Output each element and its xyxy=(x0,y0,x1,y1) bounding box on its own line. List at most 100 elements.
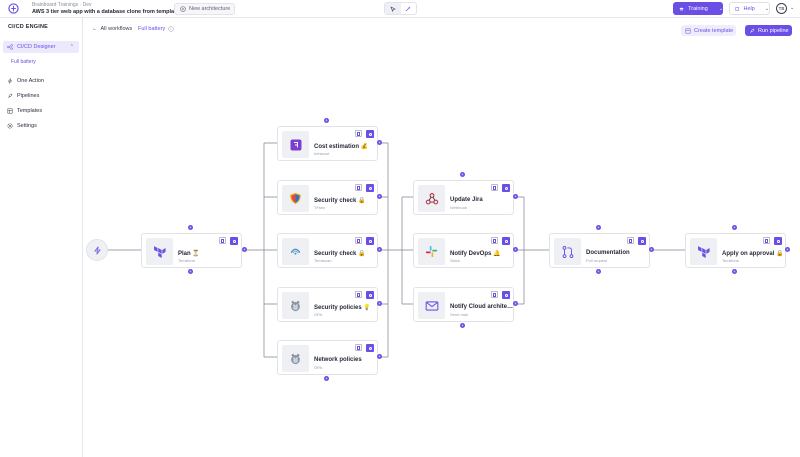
sidebar-item-label: CI/CD Designer xyxy=(17,44,56,50)
node-plan[interactable]: Plan ⏳ Terraform xyxy=(141,233,242,268)
all-workflows-link[interactable]: ← All workflows xyxy=(92,26,132,32)
trash-icon[interactable] xyxy=(219,237,226,244)
add-step-below-button[interactable]: + xyxy=(596,269,601,274)
node-subtitle: Send mail xyxy=(450,312,468,317)
add-step-above-button[interactable]: + xyxy=(324,118,329,123)
gear-icon[interactable] xyxy=(502,291,510,299)
node-apply-on-approval[interactable]: Apply on approval 🔒 Terraform xyxy=(685,233,786,268)
template-icon xyxy=(7,108,13,114)
node-notify-cloud-architect[interactable]: Notify Cloud archite… Send mail xyxy=(413,287,514,322)
node-security-check-tfsec[interactable]: Security check 🔒 TFsec xyxy=(277,180,378,215)
trash-icon[interactable] xyxy=(355,291,362,298)
project-title[interactable]: AWS 3 tier web app with a database clone… xyxy=(32,9,180,15)
add-step-above-button[interactable]: + xyxy=(188,225,193,230)
gear-icon[interactable] xyxy=(366,184,374,192)
avatar-chevron-icon[interactable]: ⌄ xyxy=(790,5,795,11)
node-subtitle: OPA xyxy=(314,312,323,317)
workflow-canvas[interactable]: Plan ⏳ Terraform Cost estimation 💰 Infra… xyxy=(84,40,800,457)
sidebar-subitem-full-battery[interactable]: Full battery xyxy=(11,59,36,65)
trash-icon[interactable] xyxy=(763,237,770,244)
trash-icon[interactable] xyxy=(491,291,498,298)
trash-icon[interactable] xyxy=(355,184,362,191)
trash-icon[interactable] xyxy=(355,237,362,244)
node-title: Security policies 💡 xyxy=(314,305,371,311)
slack-icon xyxy=(418,238,445,265)
top-bar: Brainboard Trainings · Dev AWS 3 tier we… xyxy=(0,0,800,18)
add-step-after-button[interactable]: + xyxy=(377,194,382,199)
sidebar-title: CI/CD ENGINE xyxy=(8,24,48,30)
add-step-after-button[interactable]: + xyxy=(513,247,518,252)
workflow-name[interactable]: Full battery xyxy=(138,26,174,32)
workflow-name-label: Full battery xyxy=(138,26,166,32)
gear-icon[interactable] xyxy=(230,237,238,245)
gear-icon[interactable] xyxy=(366,291,374,299)
add-step-below-button[interactable]: + xyxy=(188,269,193,274)
add-step-after-button[interactable]: + xyxy=(377,301,382,306)
trash-icon[interactable] xyxy=(355,344,362,351)
node-title: Notify DevOps 🔔 xyxy=(450,251,501,257)
node-security-check-terrascan[interactable]: Security check 🔒 Terrascan xyxy=(277,233,378,268)
sidebar-item-cicd-designer[interactable]: CI/CD Designer ⌃ xyxy=(3,41,79,53)
workflow-start-node[interactable] xyxy=(86,239,108,261)
add-step-after-button[interactable]: + xyxy=(649,247,654,252)
node-notify-devops[interactable]: Notify DevOps 🔔 Slack xyxy=(413,233,514,268)
add-step-below-button[interactable]: + xyxy=(460,323,465,328)
gear-icon[interactable] xyxy=(366,237,374,245)
node-title: Plan ⏳ xyxy=(178,251,200,257)
node-cost-estimation[interactable]: Cost estimation 💰 Infracost xyxy=(277,126,378,161)
sidebar-item-one-action[interactable]: One Action xyxy=(3,75,79,87)
add-step-above-button[interactable]: + xyxy=(460,172,465,177)
add-step-after-button[interactable]: + xyxy=(785,247,790,252)
node-documentation[interactable]: Documentation Pull request xyxy=(549,233,650,268)
gear-icon[interactable] xyxy=(774,237,782,245)
add-step-after-button[interactable]: + xyxy=(377,140,382,145)
brainboard-logo[interactable] xyxy=(8,3,19,14)
sidebar-item-templates[interactable]: Templates xyxy=(3,105,79,117)
share-nodes-icon xyxy=(7,44,13,50)
add-step-above-button[interactable]: + xyxy=(596,225,601,230)
add-step-above-button[interactable]: + xyxy=(732,225,737,230)
node-subtitle: Terraform xyxy=(722,258,740,263)
sidebar-item-label: Templates xyxy=(17,108,43,114)
node-security-policies[interactable]: Security policies 💡 OPA xyxy=(277,287,378,322)
cursor-icon xyxy=(390,5,396,12)
add-step-below-button[interactable]: + xyxy=(732,269,737,274)
info-icon xyxy=(168,26,174,32)
chevron-down-icon: ⌄ xyxy=(718,5,723,12)
gear-icon[interactable] xyxy=(502,184,510,192)
user-avatar[interactable]: TB xyxy=(776,3,787,14)
select-tool-button[interactable] xyxy=(385,3,401,14)
gear-icon[interactable] xyxy=(638,237,646,245)
sidebar-item-pipelines[interactable]: Pipelines xyxy=(3,90,79,102)
add-step-after-button[interactable]: + xyxy=(242,247,247,252)
trash-icon[interactable] xyxy=(491,184,498,191)
workspace-breadcrumb[interactable]: Brainboard Trainings · Dev xyxy=(32,2,92,8)
rocket-icon xyxy=(8,93,13,98)
add-step-after-button[interactable]: + xyxy=(377,247,382,252)
node-title: Documentation xyxy=(586,250,630,256)
gear-icon[interactable] xyxy=(366,344,374,352)
node-update-jira[interactable]: Update Jira Webhook xyxy=(413,180,514,215)
sidebar-item-settings[interactable]: Settings xyxy=(3,120,79,132)
connection-lines xyxy=(108,142,685,358)
gear-icon[interactable] xyxy=(366,130,374,138)
connect-tool-button[interactable] xyxy=(401,3,417,14)
add-step-after-button[interactable]: + xyxy=(513,301,518,306)
add-step-below-button[interactable]: + xyxy=(324,376,329,381)
training-button[interactable]: Training ⌄ xyxy=(673,2,723,15)
help-button[interactable]: Help ⌄ xyxy=(729,2,770,15)
create-template-label: Create template xyxy=(694,27,734,34)
node-network-policies[interactable]: Network policies OPA xyxy=(277,340,378,375)
add-step-after-button[interactable]: + xyxy=(377,354,382,359)
add-step-after-button[interactable]: + xyxy=(513,194,518,199)
trash-icon[interactable] xyxy=(491,237,498,244)
node-title: Security check 🔒 xyxy=(314,251,366,257)
new-architecture-button[interactable]: New architecture xyxy=(174,3,235,15)
trash-icon[interactable] xyxy=(355,130,362,137)
opa-icon xyxy=(282,292,309,319)
terraform-icon xyxy=(146,238,173,265)
trash-icon[interactable] xyxy=(627,237,634,244)
run-pipeline-button[interactable]: Run pipeline xyxy=(745,25,792,36)
create-template-button[interactable]: Create template xyxy=(681,25,736,36)
gear-icon[interactable] xyxy=(502,237,510,245)
